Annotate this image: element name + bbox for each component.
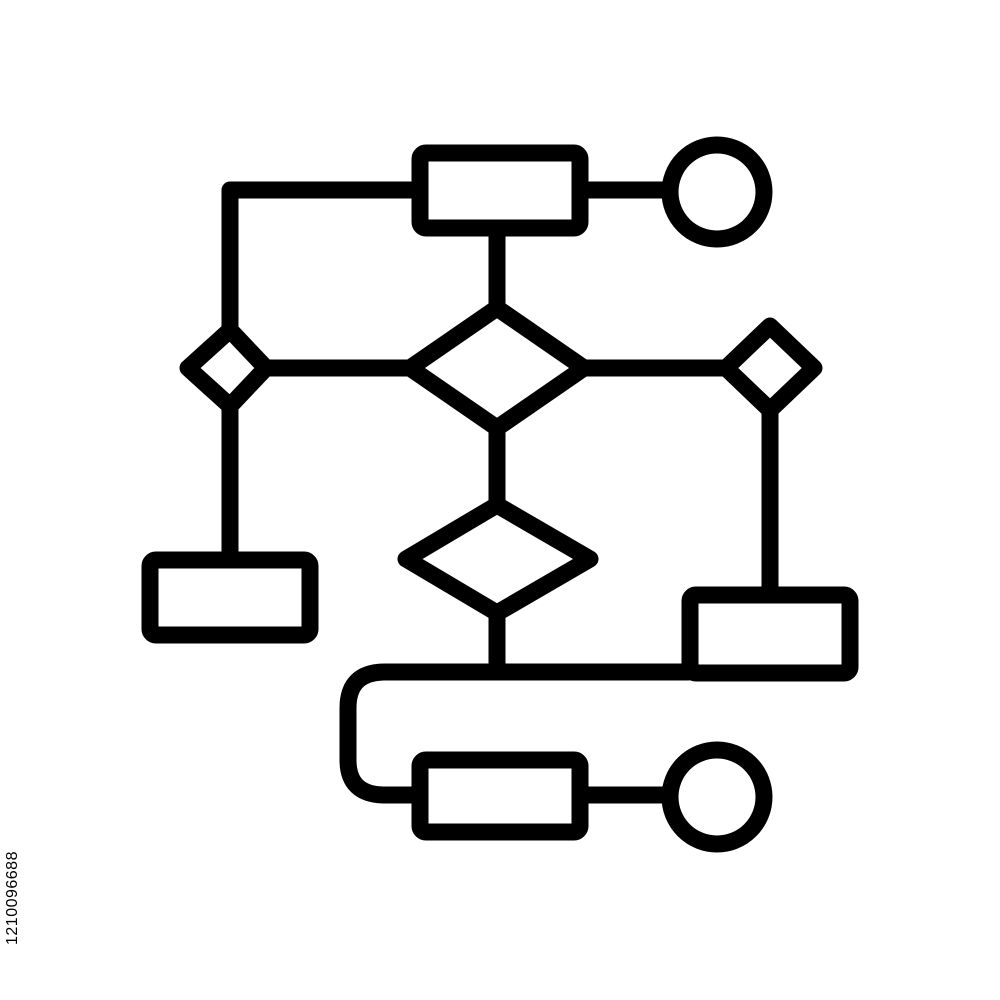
process-box-left bbox=[141, 551, 319, 644]
process-box-bottom bbox=[411, 751, 589, 841]
process-box-right bbox=[681, 586, 859, 682]
terminal-circle-top bbox=[661, 136, 773, 248]
connector-top-left bbox=[221, 181, 429, 339]
decision-diamond-center bbox=[401, 299, 593, 437]
stock-id-label: 1210096688 bbox=[4, 851, 21, 945]
process-box-top bbox=[411, 144, 589, 237]
decision-diamond-right bbox=[717, 317, 823, 419]
connector-merge-curve bbox=[339, 663, 697, 804]
terminal-circle-bottom bbox=[661, 741, 773, 853]
decision-diamond-lower bbox=[397, 496, 599, 622]
decision-diamond-left bbox=[179, 321, 275, 415]
